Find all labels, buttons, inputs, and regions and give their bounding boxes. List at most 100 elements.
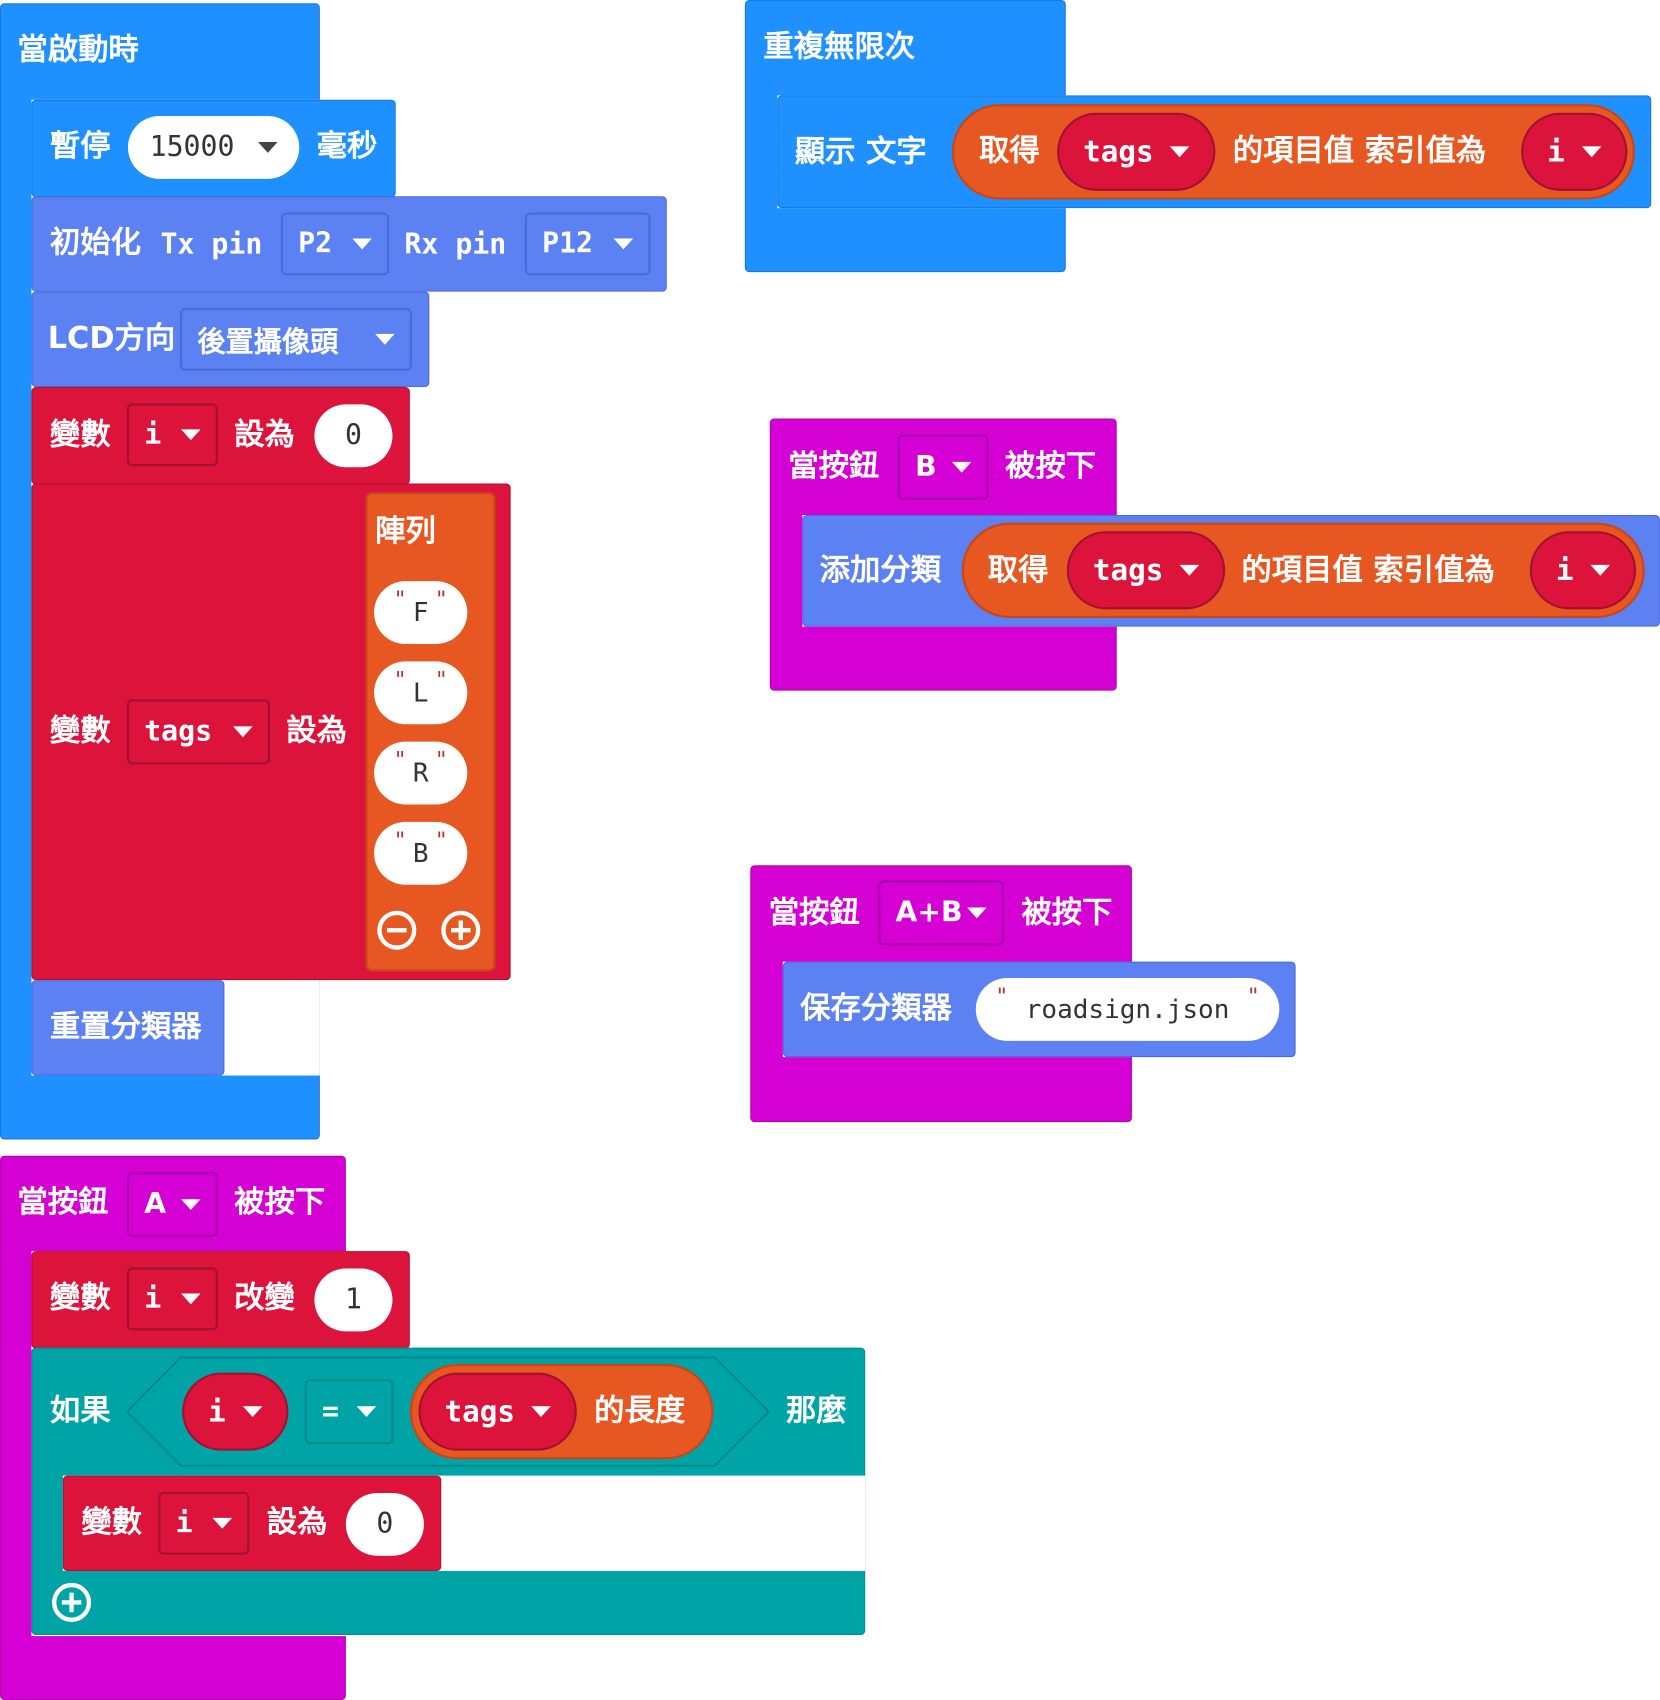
tx-pin-label: Tx pin <box>160 228 263 262</box>
inner-set-i-variable-dropdown[interactable]: i <box>158 1491 250 1555</box>
array-item-1[interactable]: "L" <box>374 661 468 725</box>
add-classifier-label: 添加分類 <box>819 551 942 588</box>
inner-set-i-op: 設為 <box>266 1503 328 1540</box>
button-b-list-dropdown[interactable]: tags <box>1066 531 1226 610</box>
button-b-index-value: i <box>1555 553 1574 588</box>
chevron-down-icon <box>1179 564 1200 576</box>
set-tags-variable-dropdown[interactable]: tags <box>126 699 270 765</box>
on-button-b-suffix: 被按下 <box>1005 447 1097 484</box>
inner-set-i-variable: i <box>175 1507 193 1540</box>
rx-pin-dropdown[interactable]: P12 <box>524 212 651 276</box>
save-filename-text: roadsign.json <box>1025 994 1230 1025</box>
forever-get-label: 取得 <box>979 132 1040 169</box>
init-label: 初始化 <box>49 224 141 261</box>
chevron-down-icon <box>242 1406 263 1418</box>
button-ab-dropdown[interactable]: A+B <box>878 880 1004 946</box>
if-left-variable-dropdown[interactable]: i <box>182 1372 289 1451</box>
set-i-op: 設為 <box>234 416 295 453</box>
array-item-0-text: F <box>412 597 429 628</box>
tx-pin-dropdown[interactable]: P2 <box>280 212 390 276</box>
change-i-label: 變數 <box>49 1279 111 1316</box>
if-add-branch-icon[interactable] <box>52 1582 92 1622</box>
set-i-variable-dropdown[interactable]: i <box>126 403 218 467</box>
chevron-down-icon <box>181 1293 201 1305</box>
set-i-label: 變數 <box>49 416 111 453</box>
rx-pin-label: Rx pin <box>404 228 507 262</box>
array-block[interactable] <box>365 492 496 972</box>
on-button-a-suffix: 被按下 <box>234 1183 326 1220</box>
set-i-variable: i <box>144 418 162 452</box>
if-list-value: tags <box>444 1394 516 1429</box>
pause-label: 暫停 <box>49 127 111 164</box>
button-b-index-dropdown[interactable]: i <box>1529 531 1637 610</box>
set-tags-op: 設為 <box>286 712 347 749</box>
button-b-list-value: tags <box>1092 553 1164 588</box>
set-tags-variable: tags <box>144 715 213 749</box>
chevron-down-icon <box>531 1406 551 1418</box>
if-operator-dropdown[interactable]: = <box>304 1379 394 1445</box>
button-b-get-label: 取得 <box>987 551 1049 588</box>
chevron-down-icon <box>352 238 372 250</box>
chevron-down-icon <box>951 461 972 473</box>
chevron-down-icon <box>1169 146 1190 158</box>
reset-classifier-block[interactable] <box>31 980 225 1076</box>
lcd-direction-label: LCD方向 <box>47 319 176 356</box>
set-i-value-input[interactable]: 0 <box>314 404 393 468</box>
array-item-1-text: L <box>412 677 429 708</box>
forever-index-label: 的項目值 索引值為 <box>1232 132 1487 169</box>
lcd-direction-value: 後置攝像頭 <box>197 325 339 359</box>
save-filename-input[interactable]: "roadsign.json" <box>975 977 1280 1041</box>
if-operator: = <box>322 1395 339 1428</box>
pause-duration-dropdown[interactable]: 15000 <box>127 116 300 179</box>
chevron-down-icon <box>967 907 987 919</box>
show-text-label: 顯示 文字 <box>794 133 927 170</box>
change-i-variable-dropdown[interactable]: i <box>126 1267 218 1331</box>
button-ab-value: A+B <box>895 896 963 930</box>
chevron-down-icon <box>356 1406 377 1418</box>
chevron-down-icon <box>613 238 634 250</box>
reset-classifier-label: 重置分類器 <box>49 1008 202 1045</box>
chevron-down-icon <box>258 142 278 153</box>
if-label: 如果 <box>49 1392 111 1428</box>
array-item-0[interactable]: "F" <box>374 581 468 645</box>
button-b-value: B <box>915 451 937 484</box>
chevron-down-icon <box>375 333 395 345</box>
button-b-dropdown[interactable]: B <box>897 434 989 500</box>
change-i-value-input[interactable]: 1 <box>314 1268 393 1332</box>
on-button-ab-prefix: 當按鈕 <box>768 894 860 931</box>
array-remove-item-icon[interactable] <box>377 910 417 950</box>
forever-index-dropdown[interactable]: i <box>1521 112 1628 191</box>
pause-duration-value: 15000 <box>149 131 235 164</box>
chevron-down-icon <box>181 429 201 441</box>
array-item-2-text: R <box>412 757 429 789</box>
if-left-variable: i <box>208 1394 226 1429</box>
on-button-ab-suffix: 被按下 <box>1021 894 1113 931</box>
if-list-dropdown[interactable]: tags <box>418 1372 577 1451</box>
list-length-label: 的長度 <box>594 1392 686 1428</box>
lcd-direction-dropdown[interactable]: 後置攝像頭 <box>179 307 412 371</box>
array-item-3[interactable]: "B" <box>374 821 468 885</box>
if-then-label: 那麼 <box>786 1392 847 1428</box>
button-a-dropdown[interactable]: A <box>126 1172 218 1238</box>
chevron-down-icon <box>181 1199 201 1210</box>
array-item-2[interactable]: "R" <box>374 741 468 805</box>
save-classifier-label: 保存分類器 <box>800 989 952 1026</box>
on-button-b-prefix: 當按鈕 <box>788 447 880 484</box>
forever-label: 重複無限次 <box>763 28 916 64</box>
forever-list-dropdown[interactable]: tags <box>1057 112 1216 191</box>
pause-unit-label: 毫秒 <box>316 127 378 164</box>
array-add-item-icon[interactable] <box>441 910 481 950</box>
chevron-down-icon <box>1581 146 1602 158</box>
array-label: 陣列 <box>375 512 436 549</box>
set-tags-label: 變數 <box>49 712 111 749</box>
chevron-down-icon <box>1590 564 1611 576</box>
change-i-op: 改變 <box>234 1279 295 1316</box>
on-button-a-prefix: 當按鈕 <box>17 1183 109 1220</box>
inner-set-i-label: 變數 <box>81 1503 143 1540</box>
rx-pin-value: P12 <box>542 227 594 261</box>
array-item-3-text: B <box>412 838 429 869</box>
on-start-label: 當啟動時 <box>17 31 139 68</box>
button-a-value: A <box>144 1188 167 1221</box>
inner-set-i-value-input[interactable]: 0 <box>345 1492 424 1556</box>
forever-index-value: i <box>1547 134 1565 169</box>
